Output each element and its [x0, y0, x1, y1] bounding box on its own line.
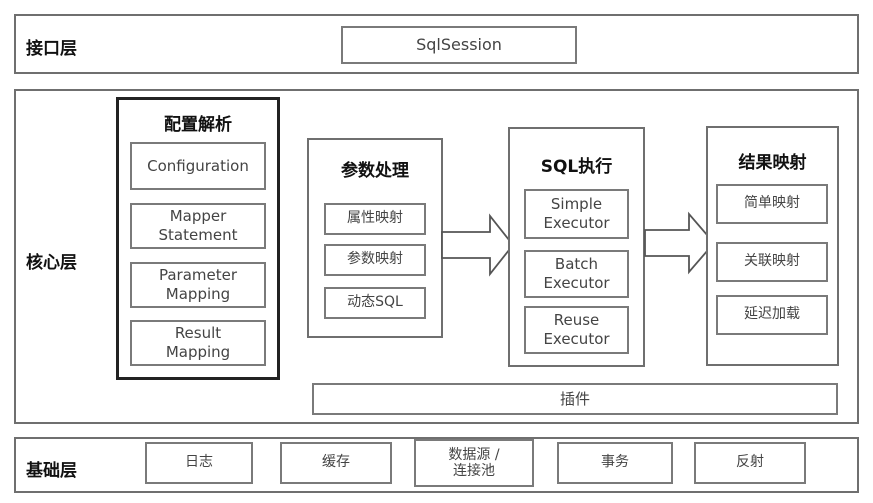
- sqlsession-box: SqlSession: [341, 26, 577, 64]
- arrow-right-1: [441, 213, 515, 277]
- core-layer-label: 核心层: [26, 253, 77, 273]
- lazy-loading-box: 延迟加载: [716, 295, 828, 335]
- param-mapping-box: 参数映射: [324, 244, 426, 276]
- configuration-box: Configuration: [130, 142, 266, 190]
- plugin-bar: 插件: [312, 383, 838, 415]
- mapper-statement-box: Mapper Statement: [130, 203, 266, 249]
- datasource-pool-box: 数据源 / 连接池: [414, 439, 534, 487]
- result-mapping-box: Result Mapping: [130, 320, 266, 366]
- association-mapping-box: 关联映射: [716, 242, 828, 282]
- base-layer-label: 基础层: [26, 461, 77, 481]
- attribute-mapping-box: 属性映射: [324, 203, 426, 235]
- simple-executor-box: Simple Executor: [524, 189, 629, 239]
- arrow-right-2: [644, 211, 716, 275]
- cache-box: 缓存: [280, 442, 392, 484]
- interface-layer-label: 接口层: [26, 39, 77, 59]
- simple-mapping-box: 简单映射: [716, 184, 828, 224]
- parameter-mapping-box: Parameter Mapping: [130, 262, 266, 308]
- result-mapping-title: 结果映射: [738, 153, 807, 173]
- reuse-executor-box: Reuse Executor: [524, 306, 629, 354]
- batch-executor-box: Batch Executor: [524, 250, 629, 298]
- dynamic-sql-box: 动态SQL: [324, 287, 426, 319]
- sql-execution-title: SQL执行: [540, 157, 613, 177]
- interface-layer: [14, 14, 859, 74]
- reflection-box: 反射: [694, 442, 806, 484]
- config-parsing-title: 配置解析: [164, 115, 232, 135]
- param-handling-title: 参数处理: [341, 161, 409, 181]
- transaction-box: 事务: [557, 442, 673, 484]
- logging-box: 日志: [145, 442, 253, 484]
